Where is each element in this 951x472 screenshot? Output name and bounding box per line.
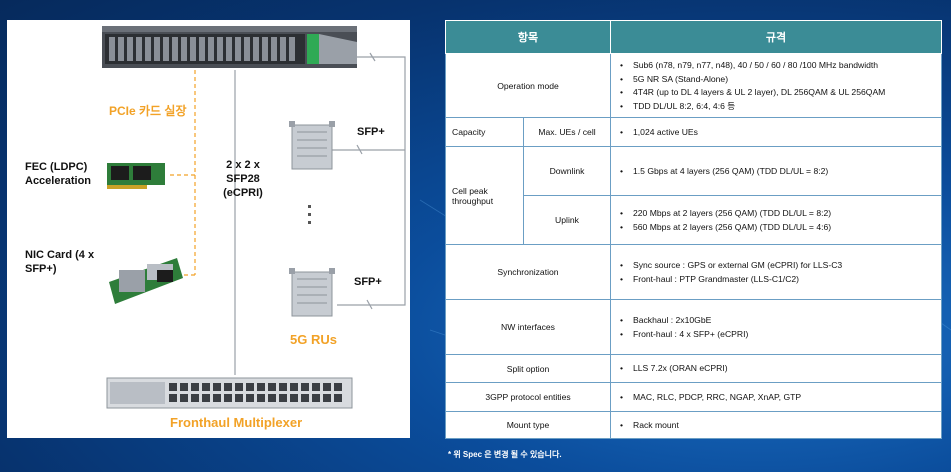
uplink-spec: 560 Mbps at 2 layers (256 QAM) (TDD DL/U… bbox=[619, 221, 937, 234]
ru-bottom-icon bbox=[289, 268, 335, 317]
sfp-bottom-label: SFP+ bbox=[354, 276, 382, 288]
ru-top-icon bbox=[289, 121, 335, 170]
uplink-label: Uplink bbox=[523, 195, 611, 245]
operation-mode-spec: 5G NR SA (Stand-Alone) bbox=[619, 73, 937, 86]
nic-card-icon bbox=[109, 258, 183, 304]
sync-label: Synchronization bbox=[445, 244, 611, 300]
mount-label: Mount type bbox=[445, 411, 611, 439]
operation-mode-spec: Sub6 (n78, n79, n77, n48), 40 / 50 / 60 … bbox=[619, 59, 937, 72]
operation-mode-spec: 4T4R (up to DL 4 layers & UL 2 layer), D… bbox=[619, 86, 937, 99]
downlink-label: Downlink bbox=[523, 146, 611, 196]
link-label: 2 x 2 x SFP28 (eCPRI) bbox=[223, 159, 263, 199]
sync-spec: Sync source : GPS or external GM (eCPRI)… bbox=[619, 259, 937, 272]
row-uplink: Uplink 220 Mbps at 2 layers (256 QAM) (T… bbox=[446, 195, 942, 245]
nw-label: NW interfaces bbox=[445, 299, 611, 355]
sync-spec: Front-haul : PTP Grandmaster (LLS-C1/C2) bbox=[619, 273, 937, 286]
footnote: * 위 Spec 은 변경 될 수 있습니다. bbox=[448, 450, 562, 459]
capacity-sub-label: Max. UEs / cell bbox=[523, 117, 611, 147]
table-header-row: 항목 규격 bbox=[445, 20, 942, 54]
pcie-label: PCIe 카드 실장 bbox=[109, 104, 187, 118]
row-nw-interfaces: NW interfaces Backhaul : 2x10GbE Front-h… bbox=[445, 299, 942, 355]
uplink-spec: 220 Mbps at 2 layers (256 QAM) (TDD DL/U… bbox=[619, 207, 937, 220]
multiplexer-icon bbox=[106, 377, 353, 409]
nw-spec: Front-haul : 4 x SFP+ (eCPRI) bbox=[619, 328, 937, 341]
row-operation-mode: Operation mode Sub6 (n78, n79, n77, n48)… bbox=[445, 53, 942, 118]
operation-mode-label: Operation mode bbox=[445, 53, 611, 118]
row-split: Split option LLS 7.2x (ORAN eCPRI) bbox=[445, 354, 942, 383]
protocol-label: 3GPP protocol entities bbox=[445, 382, 611, 412]
split-label: Split option bbox=[445, 354, 611, 383]
rus-label: 5G RUs bbox=[290, 332, 337, 347]
fec-label: FEC (LDPC) Acceleration bbox=[25, 161, 92, 187]
split-spec: LLS 7.2x (ORAN eCPRI) bbox=[619, 362, 937, 375]
capacity-label: Capacity bbox=[445, 117, 524, 147]
mux-label: Fronthaul Multiplexer bbox=[170, 415, 303, 430]
capacity-spec: 1,024 active UEs bbox=[619, 126, 937, 139]
row-mount: Mount type Rack mount bbox=[445, 411, 942, 439]
header-spec: 규격 bbox=[610, 20, 942, 54]
sfp-top-label: SFP+ bbox=[357, 126, 385, 138]
header-item: 항목 bbox=[445, 20, 611, 54]
spec-table: 항목 규격 Operation mode Sub6 (n78, n79, n77… bbox=[445, 20, 942, 439]
fec-card-icon bbox=[107, 163, 165, 189]
server-icon bbox=[102, 26, 357, 68]
row-downlink: Cell peak throughput Downlink 1.5 Gbps a… bbox=[445, 146, 942, 245]
diagram-graphics bbox=[102, 26, 406, 409]
row-capacity: Capacity Max. UEs / cell 1,024 active UE… bbox=[445, 117, 942, 147]
protocol-spec: MAC, RLC, PDCP, RRC, NGAP, XnAP, GTP bbox=[619, 391, 937, 404]
mount-spec: Rack mount bbox=[619, 419, 937, 432]
ellipsis-dots bbox=[308, 205, 311, 224]
downlink-spec: 1.5 Gbps at 4 layers (256 QAM) (TDD DL/U… bbox=[619, 165, 937, 178]
architecture-diagram: PCIe 카드 실장 FEC (LDPC) Acceleration NIC C… bbox=[7, 20, 410, 438]
nw-spec: Backhaul : 2x10GbE bbox=[619, 314, 937, 327]
nic-label: NIC Card (4 x SFP+) bbox=[25, 249, 95, 275]
row-sync: Synchronization Sync source : GPS or ext… bbox=[445, 244, 942, 300]
row-protocol: 3GPP protocol entities MAC, RLC, PDCP, R… bbox=[445, 382, 942, 412]
throughput-label: Cell peak throughput bbox=[445, 146, 524, 245]
operation-mode-spec: TDD DL/UL 8:2, 6:4, 4:6 등 bbox=[619, 100, 937, 113]
